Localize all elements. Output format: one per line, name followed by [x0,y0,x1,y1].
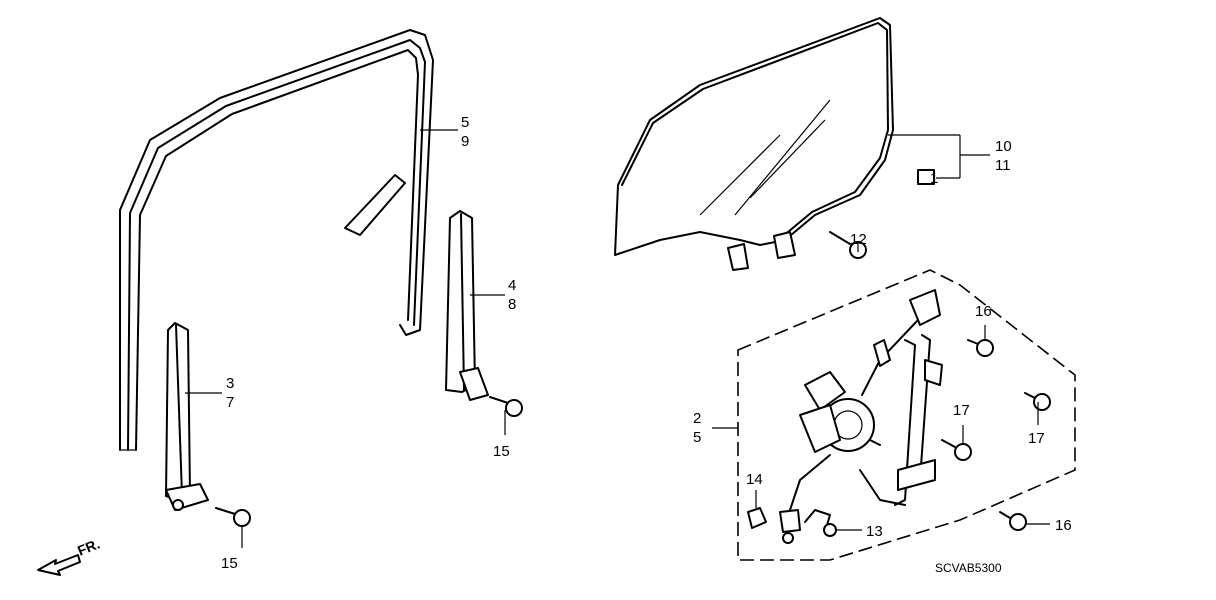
label-17-left: 17 [953,402,970,419]
label-11: 11 [995,157,1011,174]
bolt-17-left [941,439,972,461]
leader-lines [185,129,1050,548]
bolt-15-upper [489,396,523,417]
rear-sash-channel [165,322,209,511]
label-4: 4 [508,277,516,294]
front-sash-channel [445,210,489,401]
label-15-lower: 15 [221,555,238,572]
door-run-channel [119,29,434,451]
diagram-code: SCVAB5300 [935,561,1002,575]
label-16-lower: 16 [1055,517,1072,534]
label-9: 9 [461,133,469,150]
caution-label [917,169,935,185]
clip-13 [804,509,837,537]
window-regulator [779,289,943,544]
bolt-16-upper [967,339,994,357]
label-14: 14 [746,471,763,488]
label-10: 10 [995,138,1012,155]
front-direction-arrow-icon: FR. [37,535,102,576]
label-5-lower: 5 [693,429,701,446]
label-8: 8 [508,296,516,313]
door-glass [614,17,894,271]
bolt-15-lower [215,507,251,527]
clip-14 [747,507,767,529]
regulator-assembly-box [737,269,1076,561]
direction-label: FR. [75,535,102,558]
label-16-upper: 16 [975,303,992,320]
label-12: 12 [850,231,867,248]
label-7: 7 [226,394,234,411]
label-2: 2 [693,410,701,427]
label-1: 1 [930,170,938,187]
label-17-right: 17 [1028,430,1045,447]
label-15-upper: 15 [493,443,510,460]
label-13: 13 [866,523,883,540]
label-3: 3 [226,375,234,392]
label-5-upper: 5 [461,114,469,131]
bolt-16-lower [999,511,1027,531]
